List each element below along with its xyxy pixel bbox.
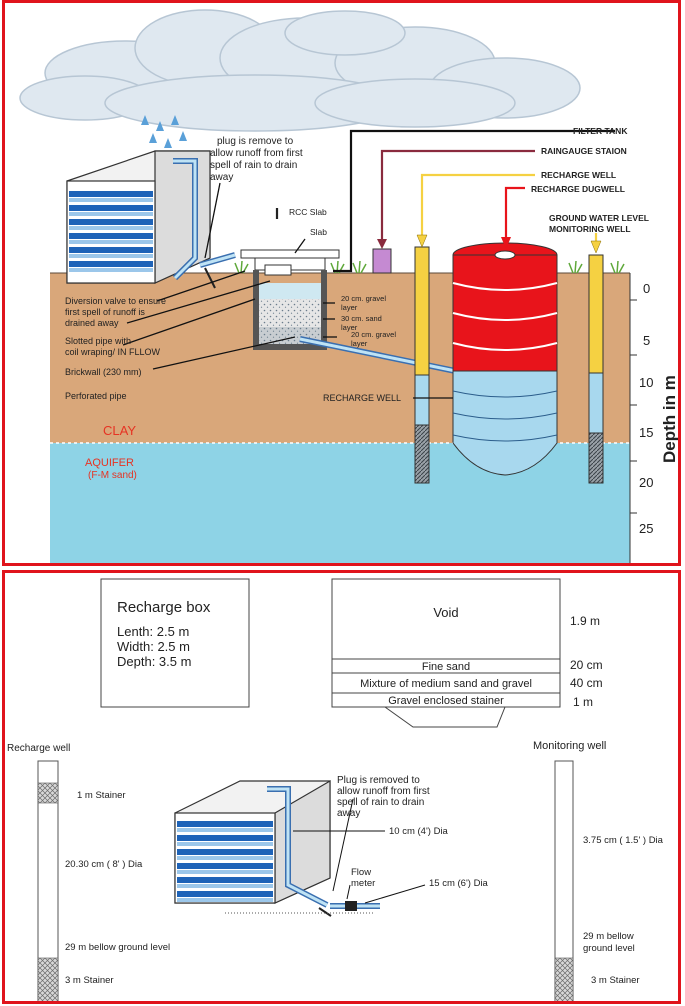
label-gwl-line1: GROUND WATER LEVEL <box>549 213 649 223</box>
plug-note-line1: plug is remove to <box>217 136 294 147</box>
diversion-note-line2: first spell of runoff is <box>65 307 145 317</box>
label-raingauge: RAINGAUGE STAION <box>541 146 627 156</box>
depth-tick-marks <box>630 299 637 514</box>
recharge-box-width: Width: 2.5 m <box>117 639 190 654</box>
layer-void: Void <box>433 605 458 620</box>
label-recharge-dugwell: RECHARGE DUGWELL <box>531 184 625 194</box>
plug-note-line4: away <box>337 808 360 819</box>
flow-meter-icon <box>345 901 357 911</box>
monitoring-well-casing <box>554 760 574 1001</box>
layer-fine-sand: Fine sand <box>422 661 470 673</box>
plug-note-line3: spell of rain to drain <box>337 797 424 808</box>
label-gravel-layer-2: layer <box>341 303 358 312</box>
label-clay: CLAY <box>103 423 136 438</box>
recharge-well-depth: 29 m bellow ground level <box>65 942 170 953</box>
monitoring-well-pipe <box>588 254 604 484</box>
diversion-valve <box>204 267 216 289</box>
layer-dim-void: 1.9 m <box>570 614 600 628</box>
outlet-dia-label: 15 cm (6') Dia <box>429 878 489 889</box>
recharge-dugwell <box>452 242 558 476</box>
well-specification-panel: Recharge box Lenth: 2.5 m Width: 2.5 m D… <box>2 570 681 1004</box>
rain-drops <box>141 115 187 148</box>
label-gravel2-layer: 20 cm. gravel <box>351 330 396 339</box>
recharge-well-casing <box>37 760 59 1001</box>
label-gwl-line2: MONITORING WELL <box>549 224 631 234</box>
label-rcc-slab: RCC Slab <box>289 207 327 217</box>
recharge-box-title: Recharge box <box>117 599 211 616</box>
aquifer-layer <box>50 443 678 563</box>
recharge-box-depth: Depth: 3.5 m <box>117 654 191 669</box>
recharge-system-diagram: 0 5 10 15 20 25 Depth in m <box>19 9 679 563</box>
label-sand-layer: 30 cm. sand <box>341 314 382 323</box>
depth-tick-label: 15 <box>639 425 653 440</box>
recharge-well-stainer-bottom: 3 m Stainer <box>65 975 114 986</box>
well-specification-diagram: Recharge box Lenth: 2.5 m Width: 2.5 m D… <box>7 578 664 1001</box>
monitoring-well-depth-line1: 29 m bellow <box>583 931 634 942</box>
diversion-note-line1: Diversion valve to ensure <box>65 296 166 306</box>
slotted-note-line1: Slotted pipe with <box>65 336 131 346</box>
flow-meter-label-line2: meter <box>351 878 375 889</box>
building-icon <box>174 779 331 904</box>
pipe-dia-label: 10 cm (4') Dia <box>389 826 449 837</box>
depth-tick-label: 5 <box>643 333 650 348</box>
label-recharge-well-inner: RECHARGE WELL <box>323 393 401 403</box>
recharge-well-dia: 20.30 cm ( 8' ) Dia <box>65 859 143 870</box>
label-slab: Slab <box>310 227 327 237</box>
filter-tank-section <box>331 578 561 728</box>
slotted-note-line2: coil wraping/ IN FLLOW <box>65 347 161 357</box>
recharge-well-stainer-top: 1 m Stainer <box>77 790 126 801</box>
depth-tick-label: 10 <box>639 375 653 390</box>
label-filter-tank: FILTER TANK <box>573 126 628 136</box>
recharge-well-pipe <box>414 246 430 484</box>
plug-note-line4: away <box>210 172 233 183</box>
plug-note-line3: spell of rain to drain <box>210 160 297 171</box>
soil-layer <box>50 273 678 443</box>
monitoring-well-title: Monitoring well <box>533 740 606 752</box>
label-aquifer: AQUIFER <box>85 457 134 469</box>
recharge-well-title: Recharge well <box>7 743 70 754</box>
depth-axis-label: Depth in m <box>660 375 679 463</box>
label-sand-layer-2: layer <box>341 323 358 332</box>
monitoring-well-stainer: 3 m Stainer <box>591 975 640 986</box>
depth-scale <box>630 273 678 563</box>
label-recharge-well: RECHARGE WELL <box>541 170 616 180</box>
recharge-box-length: Lenth: 2.5 m <box>117 624 189 639</box>
depth-tick-label: 0 <box>643 281 650 296</box>
raingauge <box>372 248 392 274</box>
depth-tick-label: 20 <box>639 475 653 490</box>
recharge-box <box>100 578 250 708</box>
layer-dim-mixture: 40 cm <box>570 676 603 690</box>
plug-note-line2: allow runoff from first <box>337 786 430 797</box>
plug-note-line2: allow runoff from first <box>210 148 303 159</box>
plug-note-line1: Plug is removed to <box>337 775 420 786</box>
layer-dim-gravel: 1 m <box>573 695 593 709</box>
flow-meter-label-line1: Flow <box>351 867 371 878</box>
label-gravel2-layer-2: layer <box>351 339 368 348</box>
monitoring-well-dia: 3.75 cm ( 1.5' ) Dia <box>583 835 664 846</box>
cloud-icon <box>19 9 581 132</box>
grass-icon <box>234 260 625 274</box>
monitoring-well-depth-line2: ground level <box>583 943 635 954</box>
layer-mixture: Mixture of medium sand and gravel <box>360 678 532 690</box>
diversion-note-line3: drained away <box>65 318 119 328</box>
recharge-system-diagram-panel: 0 5 10 15 20 25 Depth in m <box>2 0 681 566</box>
layer-dim-fine-sand: 20 cm <box>570 658 603 672</box>
label-brickwall: Brickwall (230 mm) <box>65 367 142 377</box>
label-perforated-pipe: Perforated pipe <box>65 391 127 401</box>
label-gravel-layer: 20 cm. gravel <box>341 294 386 303</box>
filter-tank <box>240 249 340 350</box>
depth-tick-label: 25 <box>639 521 653 536</box>
label-aquifer-sand: (F-M sand) <box>88 470 137 481</box>
layer-gravel: Gravel enclosed stainer <box>388 695 504 707</box>
